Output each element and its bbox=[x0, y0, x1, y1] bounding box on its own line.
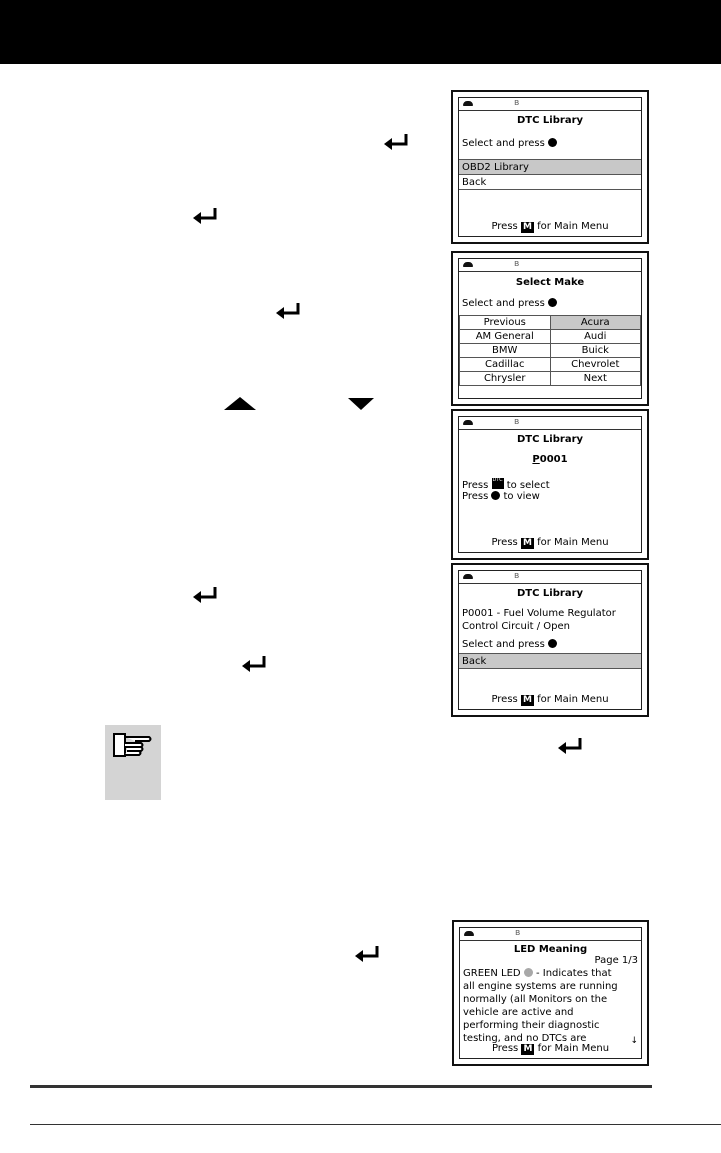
bluetooth-icon: ʙ bbox=[514, 259, 520, 269]
dtc-key-icon: DTC bbox=[491, 478, 504, 489]
enter-key-icon bbox=[547, 298, 557, 307]
bluetooth-icon: ʙ bbox=[514, 417, 520, 427]
enter-arrow-icon bbox=[558, 738, 582, 754]
bluetooth-icon: ʙ bbox=[515, 928, 521, 938]
make-cell[interactable]: Acura bbox=[549, 315, 641, 330]
vehicle-icon bbox=[463, 574, 473, 579]
status-bar: ʙ bbox=[459, 571, 641, 584]
menu-item-back[interactable]: Back bbox=[459, 653, 641, 668]
make-cell[interactable]: Previous bbox=[459, 315, 551, 330]
screen-title: Select Make bbox=[515, 277, 585, 288]
enter-key-icon bbox=[491, 491, 501, 500]
screen-title: DTC Library bbox=[516, 434, 584, 445]
down-arrow-icon bbox=[348, 398, 374, 410]
enter-arrow-icon bbox=[193, 587, 217, 603]
screen-footer: Press M for Main Menu bbox=[491, 221, 609, 233]
led-description-line: normally (all Monitors on the bbox=[463, 994, 608, 1005]
instruction-line: Press DTC to select bbox=[462, 478, 550, 491]
m-key-icon: M bbox=[520, 222, 534, 233]
device-screen-led-meaning: ʙ LED Meaning Page 1/3 GREEN LED - Indic… bbox=[452, 920, 649, 1066]
enter-arrow-icon bbox=[355, 946, 379, 962]
menu-item-back[interactable]: Back bbox=[459, 174, 641, 189]
screen-prompt: Select and press bbox=[462, 639, 557, 650]
make-cell[interactable]: Buick bbox=[549, 343, 641, 358]
dtc-code-value[interactable]: P0001 bbox=[532, 454, 568, 465]
menu-item-obd2-library[interactable]: OBD2 Library bbox=[459, 159, 641, 174]
led-description-line: vehicle are active and bbox=[463, 1007, 574, 1018]
dtc-description: P0001 - Fuel Volume Regulator bbox=[462, 608, 616, 619]
scroll-down-icon[interactable]: ↓ bbox=[630, 1036, 638, 1046]
device-screen-dtc-library-menu: ʙ DTC Library Select and press OBD2 Libr… bbox=[451, 90, 649, 244]
enter-key-icon bbox=[547, 639, 557, 648]
make-cell[interactable]: AM General bbox=[459, 329, 551, 344]
enter-key-icon bbox=[547, 138, 557, 147]
led-description-line: testing, and no DTCs are bbox=[463, 1033, 587, 1044]
vehicle-icon bbox=[463, 101, 473, 106]
screen-title: LED Meaning bbox=[513, 944, 588, 955]
led-description-line: performing their diagnostic bbox=[463, 1020, 600, 1031]
green-led-icon bbox=[523, 968, 533, 977]
make-cell[interactable]: Chrysler bbox=[459, 371, 551, 386]
footer-rule bbox=[30, 1085, 652, 1088]
led-description-line: GREEN LED - Indicates that bbox=[463, 968, 612, 979]
bottom-rule bbox=[30, 1124, 721, 1125]
m-key-icon: M bbox=[520, 538, 534, 549]
note-icon bbox=[105, 725, 161, 800]
enter-arrow-icon bbox=[242, 656, 266, 672]
screen-title: DTC Library bbox=[516, 115, 584, 126]
m-key-icon: M bbox=[520, 695, 534, 706]
page-header-bar bbox=[0, 0, 721, 64]
device-screen-dtc-code-entry: ʙ DTC Library P0001 Press DTC to select … bbox=[451, 409, 649, 560]
instruction-line: Press to view bbox=[462, 491, 540, 502]
vehicle-icon bbox=[463, 262, 473, 267]
status-bar: ʙ bbox=[459, 98, 641, 111]
device-screen-dtc-definition: ʙ DTC Library P0001 - Fuel Volume Regula… bbox=[451, 563, 649, 717]
make-cell[interactable]: Cadillac bbox=[459, 357, 551, 372]
bluetooth-icon: ʙ bbox=[514, 571, 520, 581]
bluetooth-icon: ʙ bbox=[514, 98, 520, 108]
enter-arrow-icon bbox=[193, 208, 217, 224]
screen-footer: Press M for Main Menu bbox=[491, 694, 609, 706]
m-key-icon: M bbox=[521, 1044, 535, 1055]
led-description-line: all engine systems are running bbox=[463, 981, 618, 992]
enter-arrow-icon bbox=[276, 303, 300, 319]
make-cell[interactable]: BMW bbox=[459, 343, 551, 358]
dtc-description: Control Circuit / Open bbox=[462, 621, 570, 632]
screen-title: DTC Library bbox=[516, 588, 584, 599]
pointing-hand-icon bbox=[113, 733, 152, 757]
screen-footer: Press M for Main Menu bbox=[491, 537, 609, 549]
screen-prompt: Select and press bbox=[462, 138, 557, 149]
make-cell[interactable]: Chevrolet bbox=[549, 357, 641, 372]
status-bar: ʙ bbox=[459, 417, 641, 430]
page-indicator: Page 1/3 bbox=[594, 955, 638, 966]
vehicle-icon bbox=[464, 931, 474, 936]
screen-footer: Press M for Main Menu bbox=[491, 1043, 610, 1055]
status-bar: ʙ bbox=[460, 928, 641, 941]
screen-prompt: Select and press bbox=[462, 298, 557, 309]
make-cell[interactable]: Audi bbox=[549, 329, 641, 344]
up-arrow-icon bbox=[224, 397, 256, 410]
enter-arrow-icon bbox=[384, 134, 408, 150]
status-bar: ʙ bbox=[459, 259, 641, 272]
vehicle-icon bbox=[463, 420, 473, 425]
make-cell[interactable]: Next bbox=[549, 371, 641, 386]
